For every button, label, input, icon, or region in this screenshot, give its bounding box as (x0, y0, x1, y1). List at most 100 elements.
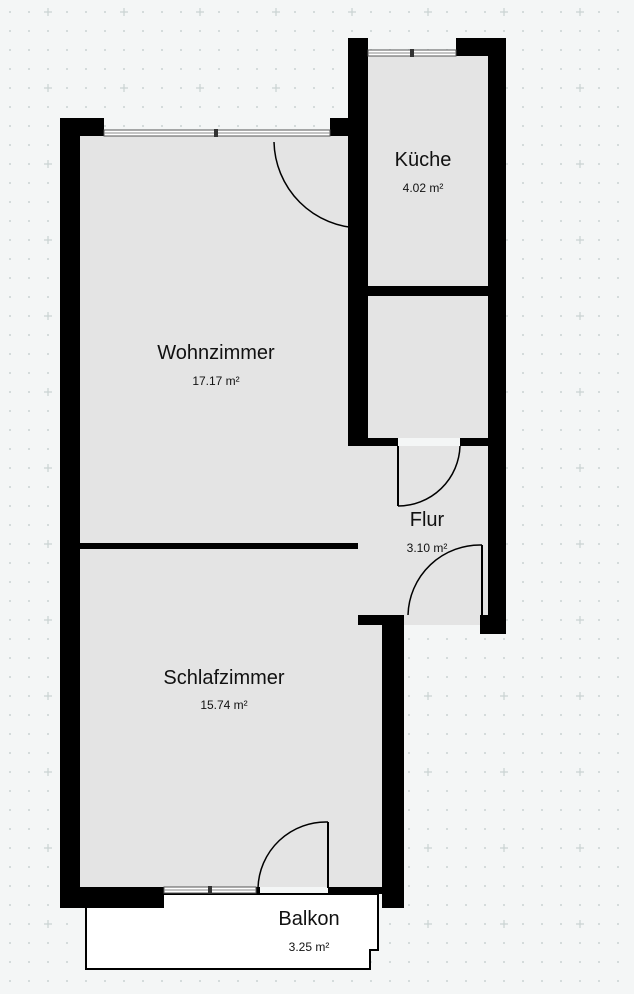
grid-dot (28, 847, 30, 849)
grid-dot (161, 106, 163, 108)
grid-dot (541, 657, 543, 659)
grid-dot (47, 714, 49, 716)
grid-dot (9, 562, 11, 564)
grid-dot (560, 904, 562, 906)
grid-plus (576, 160, 584, 168)
grid-dot (47, 524, 49, 526)
grid-plus (576, 84, 584, 92)
grid-dot (9, 182, 11, 184)
grid-dot (598, 961, 600, 963)
grid-dot (598, 752, 600, 754)
grid-dot (503, 961, 505, 963)
grid-dot (522, 410, 524, 412)
grid-dot (47, 581, 49, 583)
grid-dot (294, 11, 296, 13)
grid-dot (579, 410, 581, 412)
grid-dot (579, 942, 581, 944)
grid-dot (104, 11, 106, 13)
grid-dot (47, 106, 49, 108)
grid-dot (579, 144, 581, 146)
grid-dot (9, 11, 11, 13)
grid-dot (465, 771, 467, 773)
grid-dot (408, 695, 410, 697)
grid-dot (9, 619, 11, 621)
grid-dot (484, 657, 486, 659)
window-bedroom-bottom (163, 886, 257, 894)
room-floors (80, 56, 488, 970)
grid-dot (28, 448, 30, 450)
grid-dot (47, 828, 49, 830)
grid-dot (522, 847, 524, 849)
grid-dot (28, 201, 30, 203)
grid-dot (465, 638, 467, 640)
grid-dot (560, 752, 562, 754)
grid-dot (598, 239, 600, 241)
grid-dot (237, 30, 239, 32)
grid-dot (66, 980, 68, 982)
grid-dot (541, 30, 543, 32)
grid-dot (9, 847, 11, 849)
grid-dot (522, 353, 524, 355)
doors (257, 140, 483, 889)
grid-dot (579, 828, 581, 830)
grid-dot (541, 296, 543, 298)
grid-dot (161, 68, 163, 70)
grid-dot (598, 315, 600, 317)
grid-dot (617, 258, 619, 260)
grid-dot (9, 201, 11, 203)
grid-dot (541, 771, 543, 773)
grid-dot (389, 942, 391, 944)
grid-plus (44, 692, 52, 700)
grid-dot (408, 980, 410, 982)
grid-dot (465, 904, 467, 906)
grid-dot (28, 524, 30, 526)
grid-dot (522, 752, 524, 754)
grid-dot (598, 790, 600, 792)
wall-living-bedroom (80, 543, 358, 549)
grid-dot (541, 790, 543, 792)
walls (60, 38, 506, 908)
grid-dot (28, 68, 30, 70)
grid-dot (617, 30, 619, 32)
grid-dot (332, 49, 334, 51)
grid-dot (484, 30, 486, 32)
grid-dot (579, 524, 581, 526)
grid-dot (408, 676, 410, 678)
grid-dot (465, 885, 467, 887)
grid-dot (560, 505, 562, 507)
door-storage (397, 445, 461, 507)
grid-dot (617, 87, 619, 89)
grid-plus (424, 8, 432, 16)
grid-dot (47, 638, 49, 640)
grid-dot (617, 600, 619, 602)
grid-dot (161, 125, 163, 127)
grid-dot (617, 125, 619, 127)
grid-dot (560, 638, 562, 640)
grid-dot (123, 68, 125, 70)
grid-dot (256, 980, 258, 982)
grid-dot (28, 505, 30, 507)
grid-dot (560, 942, 562, 944)
grid-dot (541, 277, 543, 279)
grid-dot (427, 733, 429, 735)
grid-dot (28, 11, 30, 13)
grid-dot (617, 980, 619, 982)
room-name-kueche: Küche (395, 149, 452, 171)
grid-dot (28, 695, 30, 697)
grid-dot (522, 106, 524, 108)
grid-dot (237, 68, 239, 70)
grid-dot (218, 49, 220, 51)
grid-dot (446, 923, 448, 925)
grid-dot (617, 733, 619, 735)
grid-dot (484, 752, 486, 754)
grid-dot (446, 980, 448, 982)
grid-dot (598, 68, 600, 70)
grid-dot (332, 980, 334, 982)
grid-dot (579, 296, 581, 298)
grid-dot (522, 11, 524, 13)
grid-dot (541, 543, 543, 545)
grid-dot (579, 866, 581, 868)
grid-dot (9, 163, 11, 165)
grid-dot (47, 904, 49, 906)
grid-plus (576, 920, 584, 928)
